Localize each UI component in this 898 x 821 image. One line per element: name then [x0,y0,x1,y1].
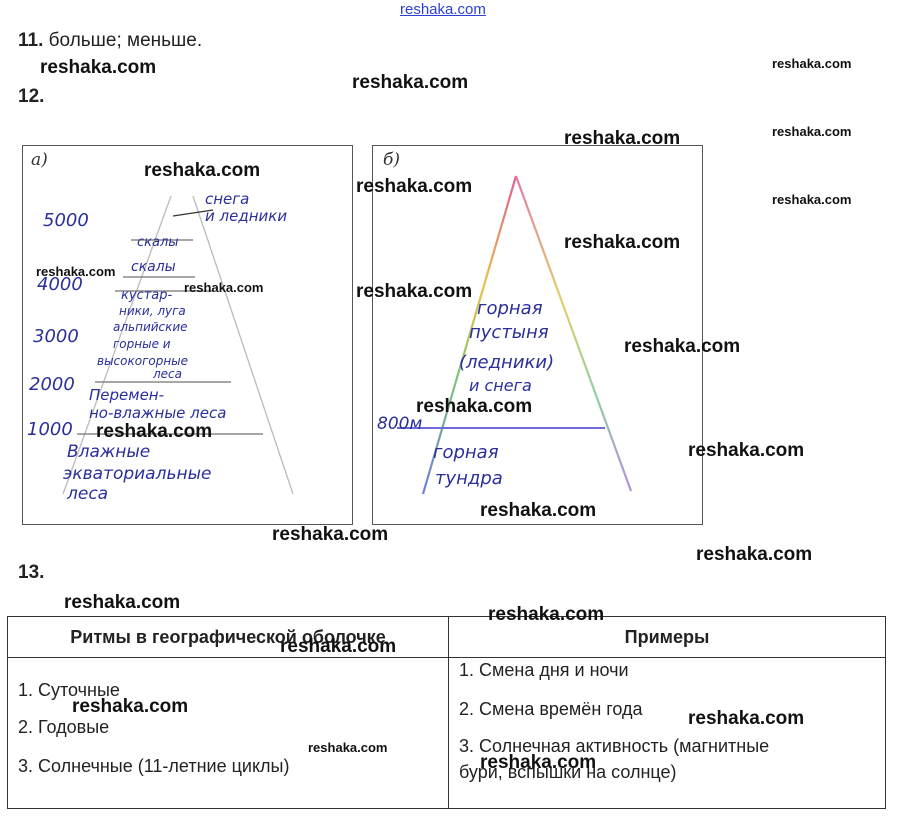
site-link[interactable]: reshaka.com [400,1,486,18]
panel-a-mountain [62,195,294,495]
watermark: reshaka.com [272,524,389,545]
watermark: reshaka.com [772,192,852,207]
zone-mountain: горные и [113,337,171,351]
rhythm-yearly: 2. Годовые [18,717,110,737]
watermark: reshaka.com [688,440,805,461]
zone-snow: снега [205,190,250,208]
zone-glaciers: и ледники [205,207,288,225]
zone-humid: Влажные [67,442,151,462]
panel-a-label: а) [31,150,48,170]
watermark: reshaka.com [480,752,597,773]
watermark: reshaka.com [564,128,681,149]
height-2000: 2000 [29,374,75,395]
watermark: reshaka.com [352,72,469,93]
watermark: reshaka.com [624,336,741,357]
example-solar-1: 3. Солнечная активность (магнитные [459,736,770,756]
watermark: reshaka.com [36,264,116,279]
watermark: reshaka.com [356,281,473,302]
watermark: reshaka.com [40,57,157,78]
table-header-rhythms: Ритмы в географической оболочке [7,616,449,658]
zone-alpine: альпийские [113,320,188,334]
height-800: 800м [377,414,423,434]
zone-rocks-2: скалы [131,259,176,275]
zone-highland-forests: высокогорные [97,354,189,368]
rhythm-daily: 1. Суточные [18,680,120,700]
examples-cell: 1. Смена дня и ночи 2. Смена времён года… [448,657,886,809]
zone-b-1: горная [477,298,543,319]
watermark: reshaka.com [144,160,261,181]
question-11-answer: больше; меньше. [48,30,203,51]
watermark: reshaka.com [480,500,597,521]
watermark: reshaka.com [772,56,852,71]
zone-b-6: тундра [435,468,503,489]
watermark: reshaka.com [688,708,805,729]
height-3000: 3000 [33,326,79,347]
panel-b-diagram: б) горная пустыня (ледники) и снега 800м… [372,145,703,525]
watermark: reshaka.com [96,421,213,442]
zone-b-4: и снега [469,376,532,395]
rhythms-table: Ритмы в географической оболочке Примеры … [7,616,886,809]
watermark: reshaka.com [72,696,189,717]
question-12-number: 12. [18,86,45,107]
watermark: reshaka.com [184,280,264,295]
zone-rocks-1: скалы [137,235,179,250]
height-4000: 4000 [37,274,83,295]
panel-b-mountain [397,175,633,495]
watermark: reshaka.com [64,592,181,613]
zone-b-3: (ледники) [459,352,555,373]
watermark: reshaka.com [416,396,533,417]
zone-forests-1: леса [153,367,183,381]
watermark: reshaka.com [280,636,397,657]
example-day-night: 1. Смена дня и ночи [459,660,629,680]
example-solar-2: бури, вспышки на солнце) [459,762,677,782]
zone-equatorial: экваториальные [63,464,212,484]
rhythm-solar: 3. Солнечные (11-летние циклы) [18,756,290,776]
zone-variable-2: но-влажные леса [89,404,227,422]
watermark: reshaka.com [356,176,473,197]
question-11-number: 11. [18,30,44,51]
table-header-row: Ритмы в географической оболочке Примеры [7,616,886,658]
zone-b-5: горная [433,442,499,463]
question-13-number: 13. [18,562,45,583]
watermark: reshaka.com [696,544,813,565]
zone-b-2: пустыня [469,322,549,343]
panel-a-diagram: а) 5000 4000 3000 2000 1000 снега и ледн… [22,145,353,525]
table-row: 1. Суточные 2. Годовые 3. Солнечные (11-… [7,657,886,809]
watermark: reshaka.com [772,124,852,139]
height-5000: 5000 [43,210,89,231]
watermark: reshaka.com [308,740,388,755]
zone-meadows: ники, луга [119,304,186,318]
example-seasons: 2. Смена времён года [459,699,643,719]
panel-b-label: б) [383,150,401,170]
height-1000: 1000 [27,419,73,440]
zone-variable-1: Перемен- [89,386,165,404]
question-11: 11. больше; меньше. [18,30,202,52]
rhythms-cell: 1. Суточные 2. Годовые 3. Солнечные (11-… [7,657,449,809]
watermark: reshaka.com [488,604,605,625]
zone-shrubs: кустар- [121,288,173,303]
watermark: reshaka.com [564,232,681,253]
zone-forests-2: леса [67,484,109,504]
